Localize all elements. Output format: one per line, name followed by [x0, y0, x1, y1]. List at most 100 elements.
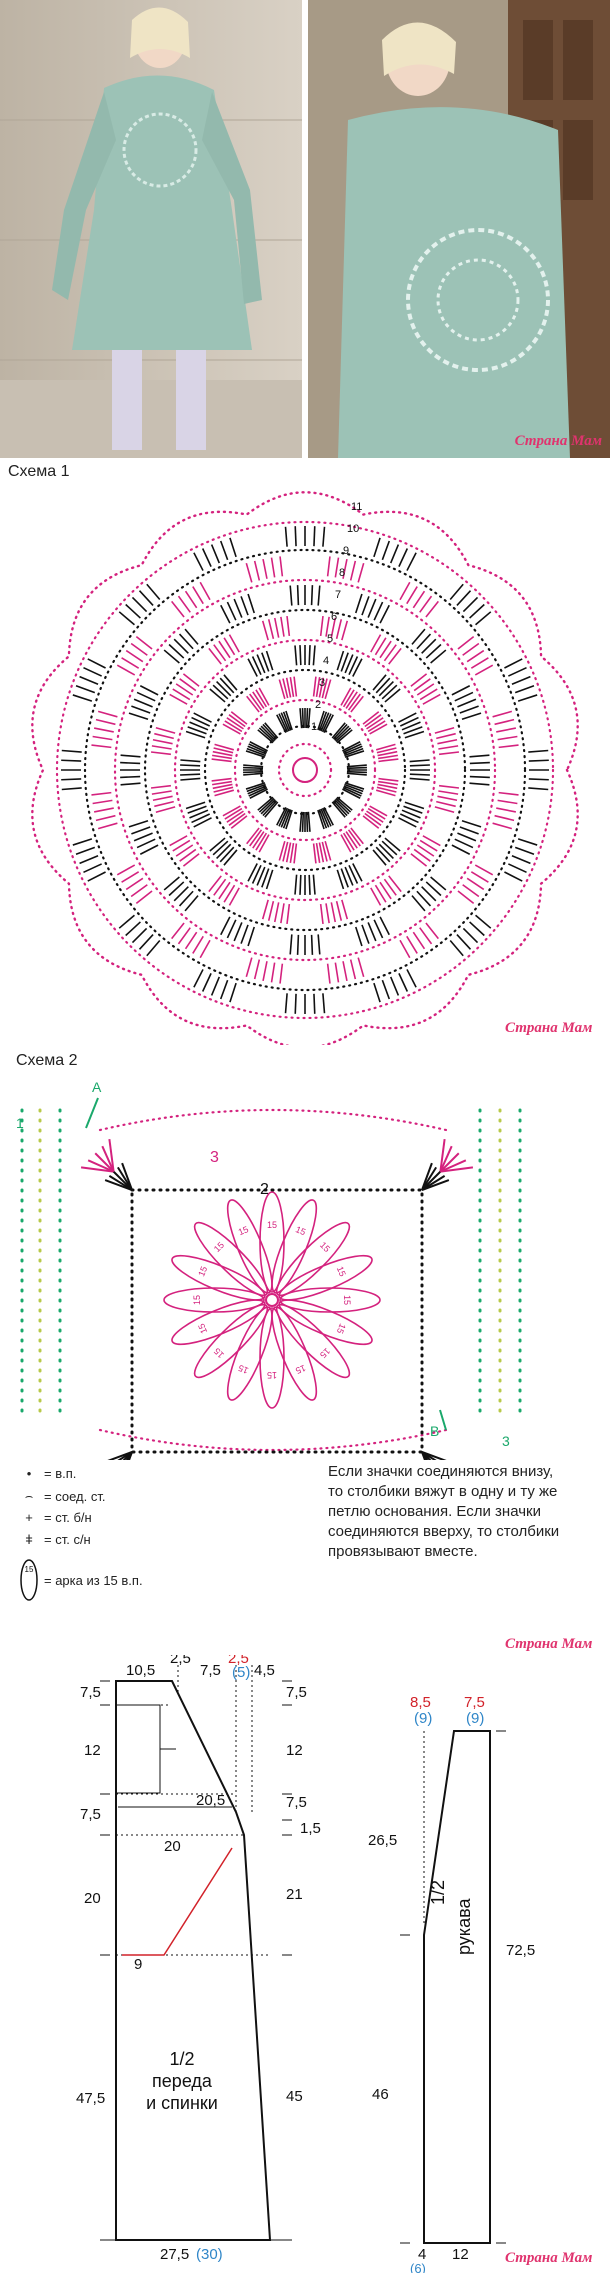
- scheme2-title: Схема 2: [16, 1052, 78, 1069]
- scheme1-row-number: 11: [351, 501, 362, 513]
- scheme1-stitch: [335, 797, 352, 813]
- scheme1-stitch: [421, 638, 437, 654]
- scheme1-stitch: [285, 842, 292, 863]
- scheme1-stitch: [409, 773, 430, 776]
- sleeve-outline: [423, 1730, 491, 2244]
- scheme1-stitch: [262, 558, 268, 579]
- scheme1-stitch: [401, 721, 421, 731]
- scheme2-bottom-arc: [98, 1428, 448, 1452]
- scheme1-stitch: [454, 691, 474, 702]
- scheme1-stitch: [344, 750, 365, 758]
- scheme1-stitch: [350, 827, 364, 845]
- scheme1-stitch: [313, 993, 316, 1014]
- scheme1-stitch: [261, 620, 269, 641]
- scheme1-stitch: [317, 710, 325, 731]
- scheme1-center: [292, 757, 318, 783]
- scheme1-stitch: [228, 634, 240, 653]
- scheme1-stitch: [282, 809, 292, 829]
- scheme1-stitch: [171, 600, 185, 618]
- sleeve-dim-bottom-a-blue: (6): [410, 2261, 426, 2273]
- scheme1-stitch: [494, 718, 515, 726]
- stitch-icon: ǂ: [25, 1532, 33, 1547]
- scheme1-stitch: [163, 876, 180, 891]
- scheme1-stitch: [375, 789, 396, 797]
- scheme1-stitch: [212, 783, 233, 790]
- scheme1-stitch: [187, 805, 207, 814]
- scheme2-corner-stitch: [81, 1456, 114, 1460]
- scheme1-row-number: 1: [311, 721, 317, 733]
- legend-row-2: ⌢ = соед. ст.: [18, 1488, 106, 1504]
- scheme1-stitch: [249, 788, 268, 799]
- legend-text-3: = ст. б/н: [44, 1510, 92, 1525]
- scheme1-stitch: [438, 790, 459, 795]
- scheme1-stitch: [321, 841, 328, 862]
- scheme1-stitch: [180, 777, 201, 781]
- scheme1-stitch: [459, 705, 479, 714]
- dot-icon: •: [26, 1466, 32, 1481]
- scheme1-stitch: [308, 645, 311, 666]
- scheme1-stitch: [178, 633, 194, 650]
- scheme1-stitch: [378, 681, 394, 697]
- scheme1-stitch: [93, 727, 114, 733]
- scheme1-stitch: [456, 590, 472, 606]
- scheme1-stitch: [185, 801, 206, 810]
- scheme2-petal-loop: [193, 1221, 269, 1297]
- scheme1-stitch: [381, 540, 391, 561]
- scheme1-stitch: [116, 864, 136, 876]
- scheme1-stitch: [289, 842, 295, 863]
- scheme1-stitch: [191, 813, 211, 824]
- scheme1-stitch: [171, 922, 185, 940]
- sleeve-dim-l1: 26,5: [368, 1832, 397, 1849]
- legend-text-2: = соед. ст.: [44, 1488, 106, 1504]
- scheme1-stitch: [289, 677, 295, 698]
- scheme1-stitch: [315, 677, 321, 698]
- marker-a: A: [92, 1079, 102, 1095]
- front-dim-inner-a: 20,5: [196, 1792, 225, 1809]
- scheme1-stitch: [342, 961, 348, 982]
- scheme1-stitch: [462, 596, 479, 613]
- scheme1-row-number: 3: [319, 677, 325, 689]
- scheme1-stitch: [150, 751, 172, 756]
- scheme1-stitch: [422, 835, 441, 847]
- scheme1-stitch: [219, 540, 229, 561]
- scheme1-stitch: [92, 735, 113, 741]
- scheme1-stitch: [342, 786, 362, 797]
- scheme1-stitch: [278, 713, 289, 733]
- scheme1-stitch: [276, 714, 287, 733]
- scheme1-stitch: [342, 558, 348, 579]
- scheme1-stitch: [131, 927, 148, 944]
- scheme1-stitch: [398, 817, 417, 828]
- scheme1-stitch: [168, 643, 185, 659]
- scheme1-stitch: [324, 679, 332, 700]
- scheme1-stitch: [257, 796, 274, 811]
- scheme1-stitch: [469, 754, 490, 758]
- photo-left: [0, 0, 302, 458]
- scheme1-stitch: [411, 628, 426, 645]
- scheme1-stitch: [462, 884, 480, 898]
- scheme1-stitch: [193, 969, 204, 988]
- scheme1-stitch: [224, 720, 243, 733]
- front-dim-top-left: 10,5: [126, 1662, 155, 1679]
- scheme1-stitch: [154, 732, 174, 740]
- scheme1-stitch: [475, 611, 492, 626]
- scheme1-stitch: [422, 693, 441, 705]
- front-dim-r5: 21: [286, 1886, 303, 1903]
- cross-icon: +: [25, 1510, 33, 1525]
- scheme1-stitch: [342, 743, 362, 754]
- scheme1-stitch: [246, 783, 266, 793]
- scheme1-stitch: [357, 957, 365, 978]
- scheme1-stitch: [249, 693, 263, 711]
- scheme1-stitch: [323, 807, 334, 826]
- scheme1-stitch: [249, 741, 268, 752]
- scheme1-stitch: [466, 649, 485, 663]
- scheme1-stitch: [437, 738, 458, 745]
- scheme1-stitch: [425, 922, 439, 940]
- scheme1-stitch: [218, 881, 231, 900]
- scheme1-stitch: [381, 684, 398, 700]
- scheme1-stitch: [326, 963, 331, 984]
- scheme1-stitch: [72, 838, 93, 846]
- scheme1-stitch: [348, 864, 359, 884]
- sleeve-title-1: 1/2: [428, 1880, 448, 1905]
- scheme1-stitch: [270, 962, 276, 983]
- scheme1-stitch: [372, 849, 387, 866]
